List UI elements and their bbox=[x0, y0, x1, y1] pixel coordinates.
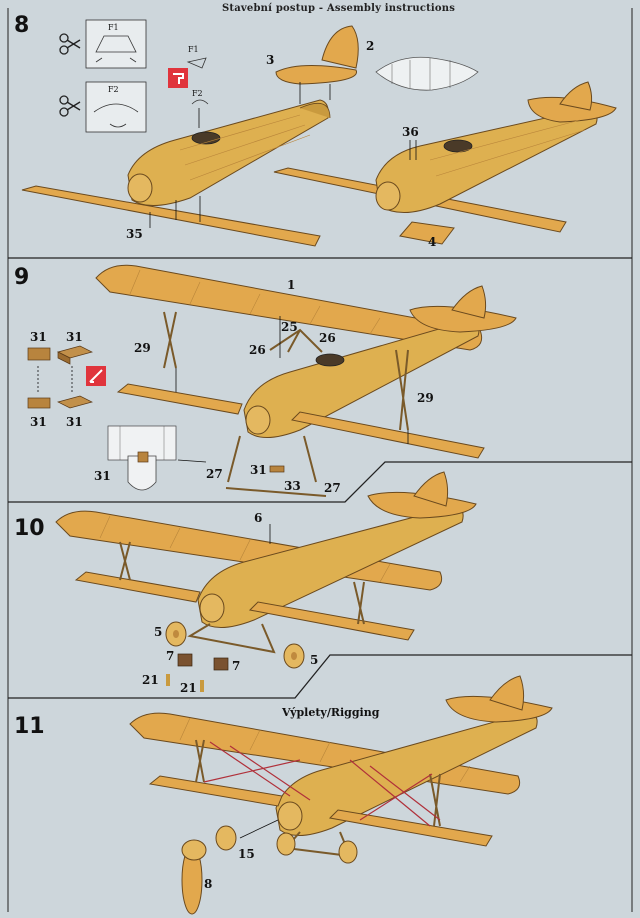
part-31-label: 31 bbox=[30, 415, 47, 429]
part-26-label: 26 bbox=[319, 331, 336, 345]
part-35-label: 35 bbox=[126, 227, 143, 241]
part-36-label: 36 bbox=[402, 125, 419, 139]
f2-part-shape bbox=[192, 100, 208, 104]
scissors-icon bbox=[60, 96, 80, 116]
cut-icon bbox=[168, 68, 188, 88]
tail-parts-step8 bbox=[276, 26, 358, 104]
wheel-left bbox=[277, 833, 295, 855]
part-4-label: 4 bbox=[428, 235, 436, 249]
part-6-label: 6 bbox=[254, 511, 262, 525]
part-31-block bbox=[270, 466, 284, 472]
part-31-label: 31 bbox=[94, 469, 111, 483]
part-15-label: 15 bbox=[238, 847, 255, 861]
part-21-label: 21 bbox=[142, 673, 159, 687]
propeller bbox=[182, 840, 206, 914]
f1-label: F1 bbox=[108, 23, 119, 32]
wheel-right bbox=[284, 644, 304, 668]
plane-step10 bbox=[56, 472, 476, 652]
part-7-block bbox=[178, 654, 192, 666]
part-27-label: 27 bbox=[324, 481, 341, 495]
part-31-label: 31 bbox=[66, 330, 83, 344]
f1-part-shape bbox=[188, 58, 206, 68]
part-7-label: 7 bbox=[232, 659, 240, 673]
part-31-label: 31 bbox=[250, 463, 267, 477]
part-25-label: 25 bbox=[281, 320, 298, 334]
part-21-piece bbox=[166, 674, 170, 686]
part-2-label: 2 bbox=[366, 39, 374, 53]
part-3-label: 3 bbox=[266, 53, 274, 67]
part-31-detail bbox=[28, 346, 92, 408]
part-1-label: 1 bbox=[287, 278, 295, 292]
part-5-label: 5 bbox=[310, 653, 318, 667]
wheel-right bbox=[339, 841, 357, 863]
wheel-left bbox=[166, 622, 186, 646]
part-27-label: 27 bbox=[206, 467, 223, 481]
step-number-8: 8 bbox=[14, 13, 29, 38]
part-31-label: 31 bbox=[66, 415, 83, 429]
part-33-label: 33 bbox=[284, 479, 301, 493]
wing-rib-outline bbox=[376, 57, 478, 90]
step-number-11: 11 bbox=[14, 714, 45, 739]
step-number-9: 9 bbox=[14, 265, 29, 290]
part-21-piece bbox=[200, 680, 204, 692]
f2-side-label: F2 bbox=[192, 89, 203, 98]
f1-side-label: F1 bbox=[188, 45, 199, 54]
spinner-part bbox=[216, 826, 236, 850]
cut-icon bbox=[86, 366, 106, 386]
axle-part bbox=[226, 488, 326, 496]
part-f1-panel: F1 bbox=[86, 20, 146, 68]
part-7-block bbox=[214, 658, 228, 670]
part-31-label: 31 bbox=[30, 330, 47, 344]
part-21-label: 21 bbox=[180, 681, 197, 695]
step-number-10: 10 bbox=[14, 516, 45, 541]
leader bbox=[240, 820, 278, 838]
part-f2-panel: F2 bbox=[86, 82, 146, 132]
part-29-label: 29 bbox=[417, 391, 434, 405]
part-5-label: 5 bbox=[154, 625, 162, 639]
part-26-label: 26 bbox=[249, 343, 266, 357]
f2-label: F2 bbox=[108, 85, 119, 94]
plane-step11 bbox=[130, 676, 552, 856]
part-8-label: 8 bbox=[204, 877, 212, 891]
part-7-label: 7 bbox=[166, 649, 174, 663]
rigging-title: Výplety/Rigging bbox=[281, 706, 380, 719]
part-29-label: 29 bbox=[134, 341, 151, 355]
scissors-icon bbox=[60, 34, 80, 54]
fuselage-front-view bbox=[108, 426, 206, 490]
